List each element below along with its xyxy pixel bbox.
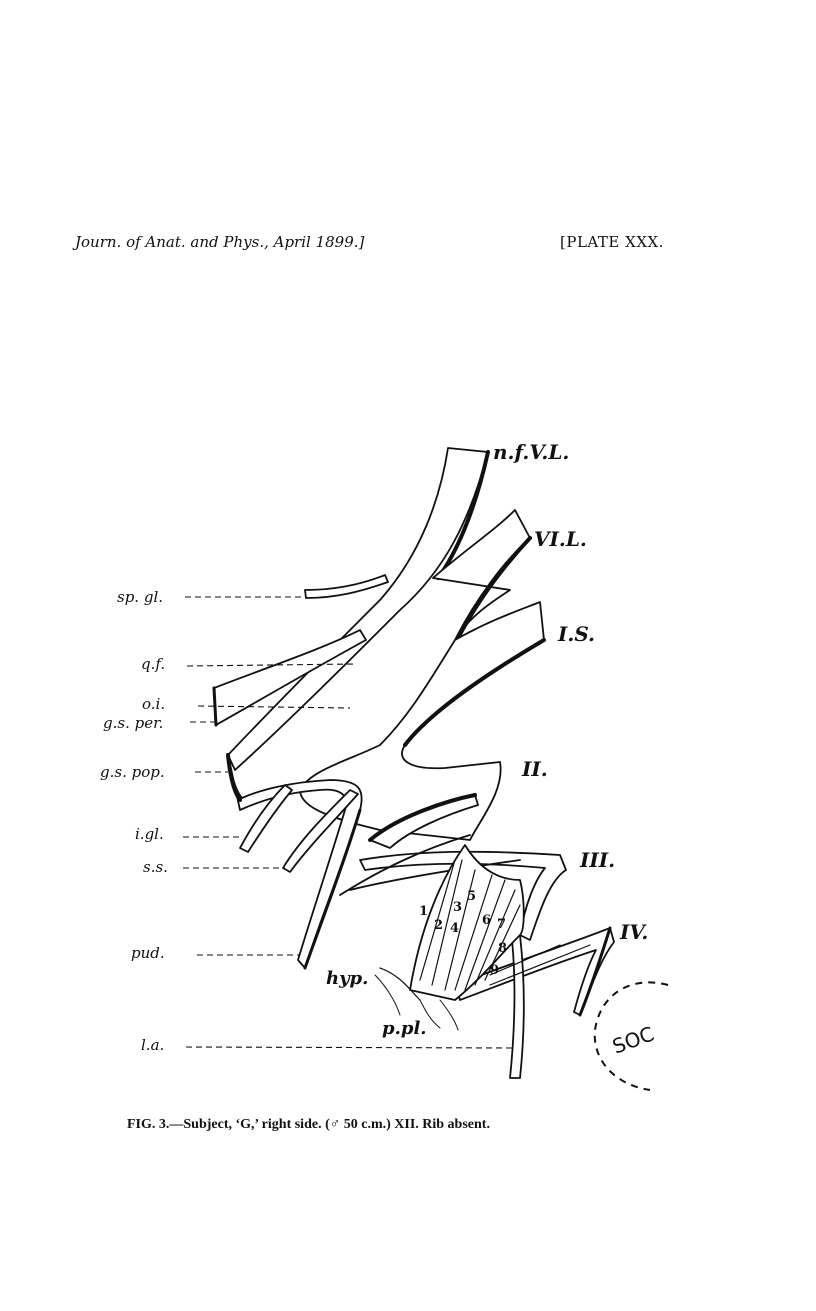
leader-q-f [186, 663, 356, 667]
label-s-s: s.s. [143, 858, 168, 876]
branch-s-s [282, 789, 359, 873]
figure-caption: FIG. 3.—Subject, ‘G,’ right side. (♂ 50 … [127, 1117, 490, 1132]
strand-number-2: 2 [434, 918, 444, 933]
branch-left-gs [213, 629, 367, 726]
label-i-gl: i.gl. [135, 825, 164, 843]
label-pud: pud. [131, 944, 165, 962]
label-q-f: q.f. [141, 655, 166, 673]
strand-number-4: 4 [450, 921, 460, 936]
strand-number-6: 6 [482, 913, 492, 928]
branch-sp-gl [304, 574, 389, 599]
label-iii: III. [580, 848, 616, 872]
label-iv: IV. [620, 920, 649, 944]
label-p-pl: p.pl. [382, 1018, 427, 1039]
strand-number-9: 9 [490, 963, 500, 978]
label-is: I.S. [558, 622, 596, 646]
label-ii: II. [522, 757, 548, 781]
strand-number-5: 5 [467, 889, 477, 904]
strand-number-1: 1 [419, 904, 429, 919]
strand-number-3: 3 [453, 900, 463, 915]
leader-l-a [185, 1046, 513, 1049]
label-o-i: o.i. [142, 695, 166, 713]
leader-o-i [197, 705, 351, 709]
plexus-cone [409, 844, 525, 1001]
label-l-a: l.a. [141, 1036, 165, 1054]
branch-i-gl [239, 784, 293, 853]
trunk-nf-vl [227, 447, 489, 771]
label-sp-gl: sp. gl. [117, 588, 164, 606]
journal-header: Journ. of Anat. and Phys., April 1899.] [75, 233, 365, 251]
strand-number-8: 8 [498, 941, 508, 956]
strand-number-7: 7 [497, 917, 507, 932]
plate-number: [PLATE XXX. [560, 233, 664, 251]
branch-l-a [509, 934, 525, 1079]
label-g-s-per: g.s. per. [103, 714, 164, 732]
label-vi-l: VI.L. [534, 527, 587, 551]
label-hyp: hyp. [326, 968, 369, 989]
label-nf-vl: n.f.V.L. [493, 440, 570, 464]
label-g-s-pop: g.s. pop. [100, 763, 165, 781]
library-stamp [593, 981, 669, 1091]
